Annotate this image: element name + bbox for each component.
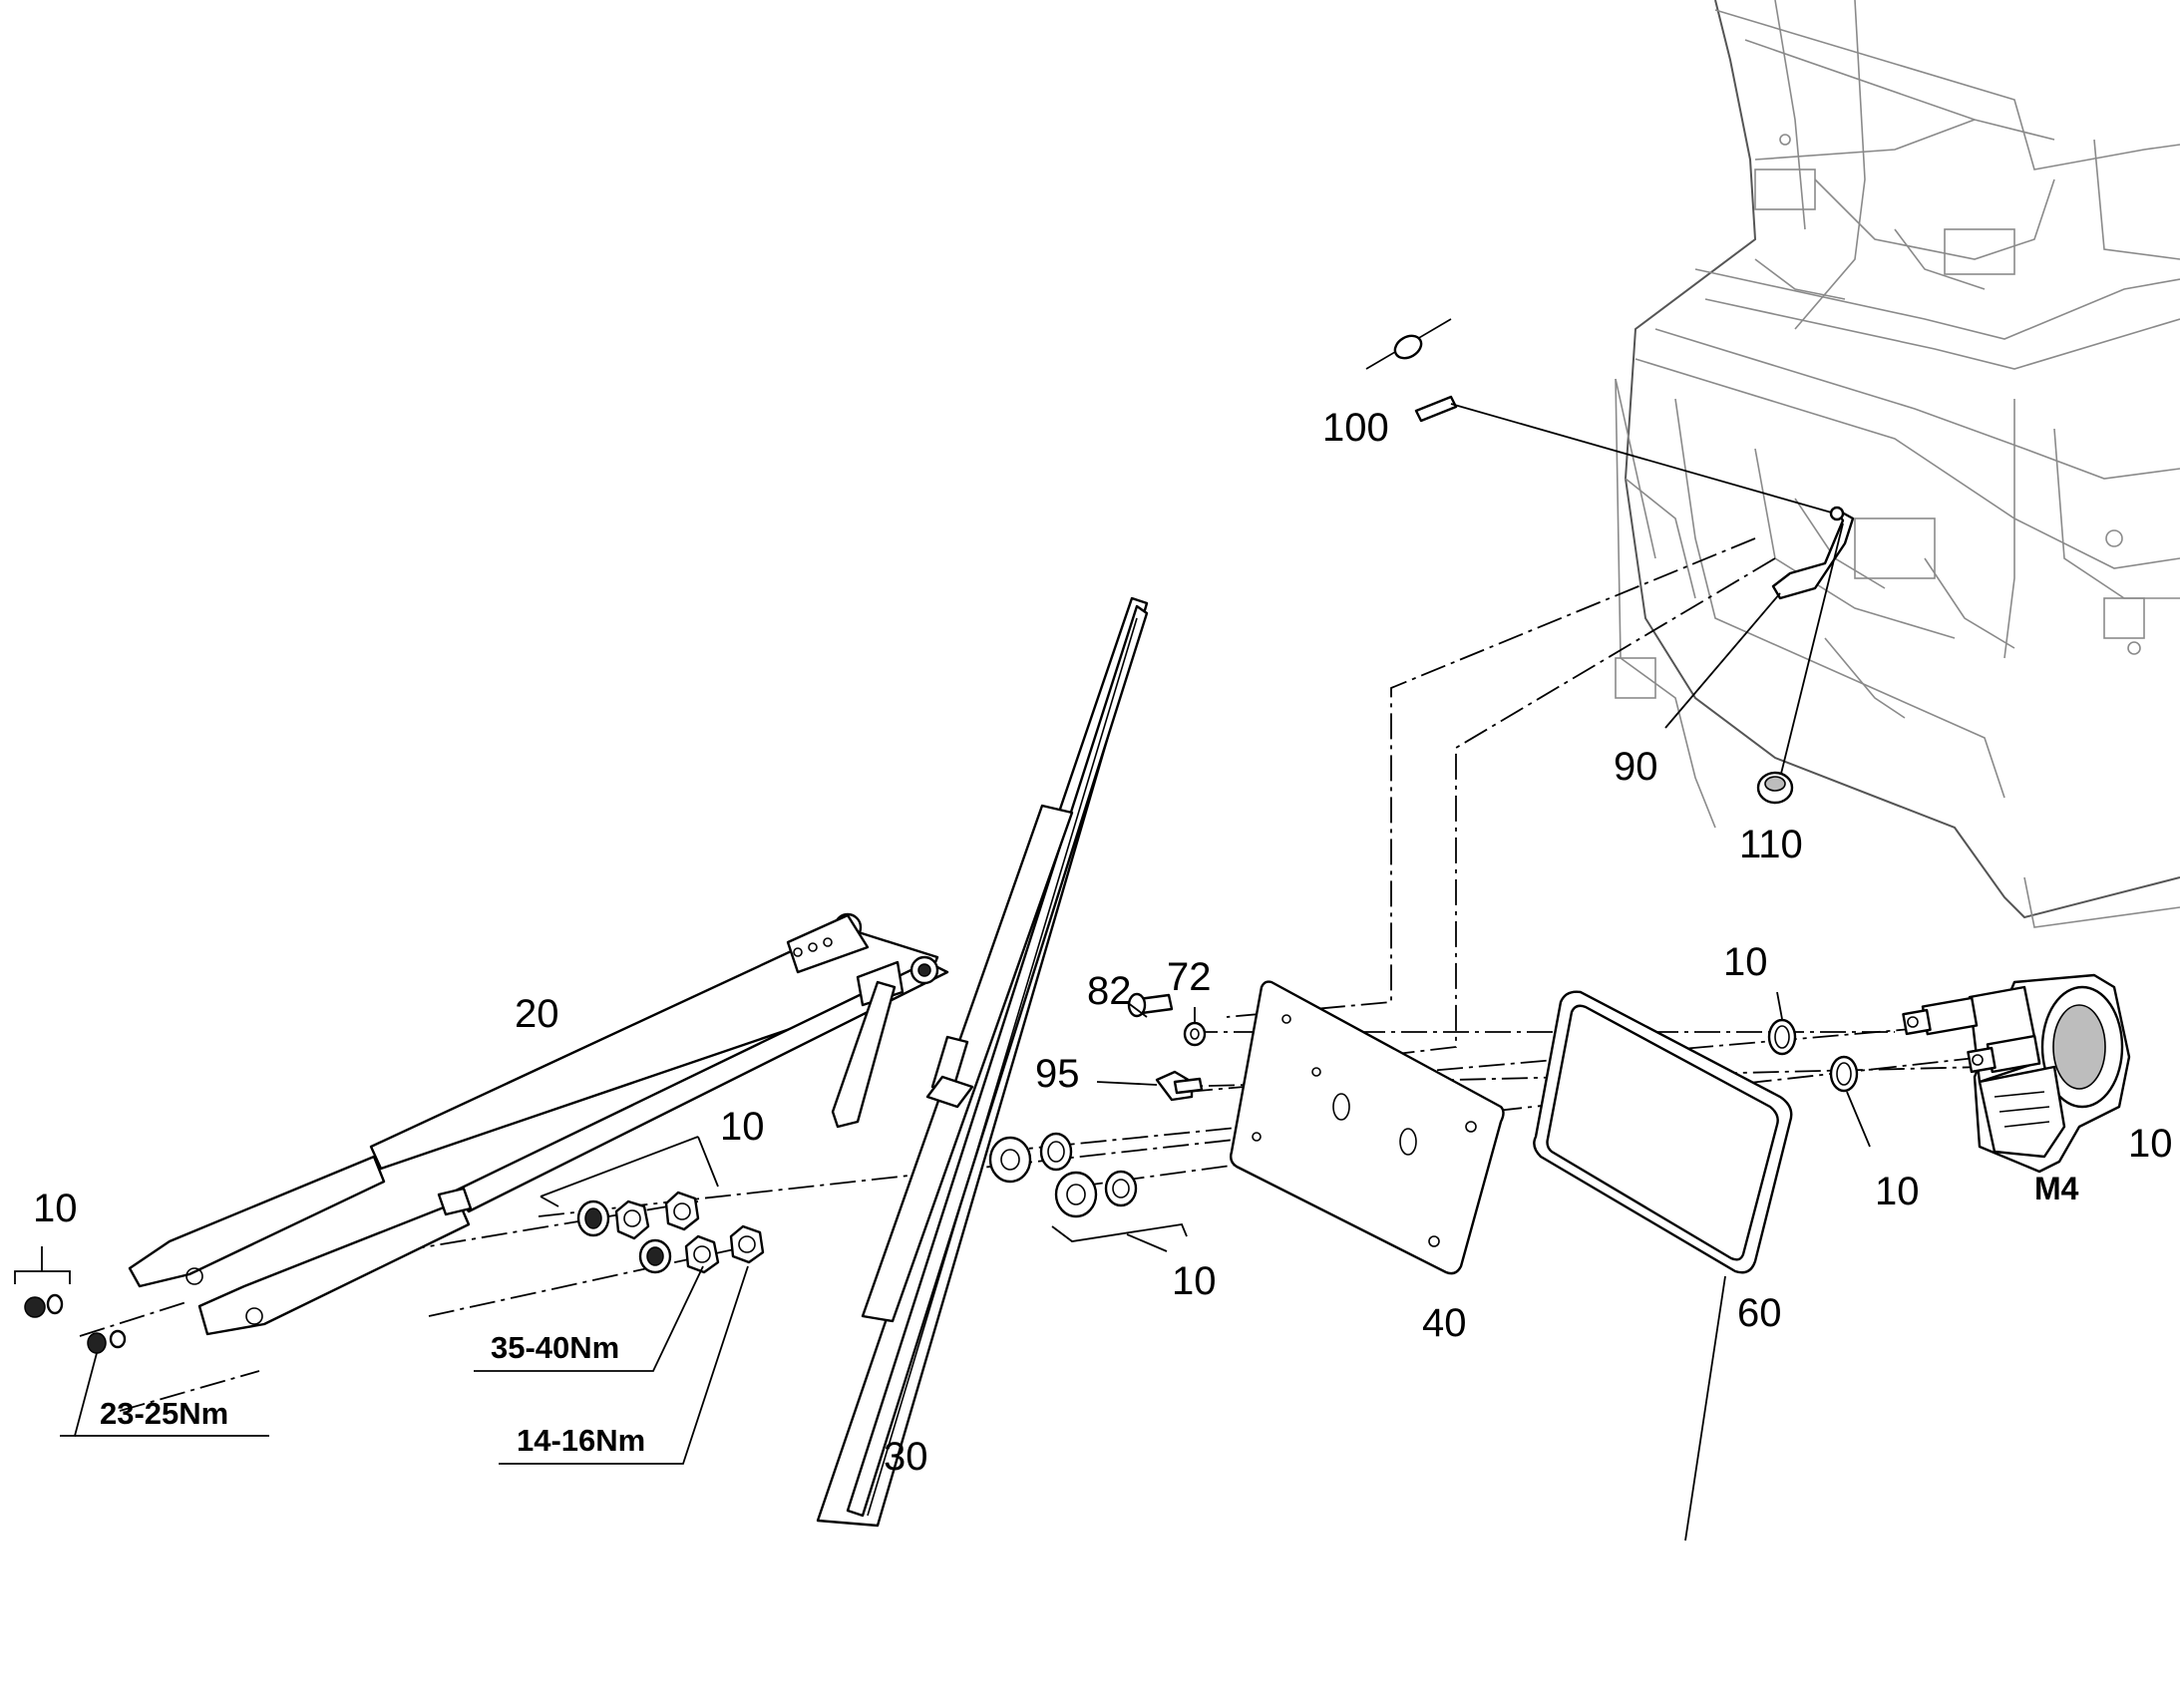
callout-72: 72: [1167, 955, 1212, 999]
mounting-plate-40: [1229, 980, 1505, 1275]
torque-labels: 35-40Nm 23-25Nm 14-16Nm: [100, 1330, 645, 1458]
washer-set-10: [988, 1132, 1138, 1218]
callout-10-ring-bottom: 10: [1875, 1170, 1920, 1213]
wiper-motor-m4: [1902, 973, 2131, 1174]
callout-100: 100: [1322, 406, 1389, 450]
nut-set-10: [576, 1191, 765, 1274]
wiper-blade-30: [816, 596, 1149, 1528]
cab-frame: [1615, 0, 2180, 928]
washer-72: [1183, 1021, 1207, 1047]
callout-30: 30: [884, 1435, 928, 1479]
fasteners-left-10: [24, 1293, 127, 1354]
callout-10-washers: 10: [1172, 1259, 1217, 1303]
callout-10-nuts: 10: [720, 1105, 765, 1149]
washer-jet-90: [1664, 506, 1855, 729]
callout-95: 95: [1035, 1052, 1080, 1096]
torque-14-16: 14-16Nm: [517, 1423, 645, 1458]
washer-hose-connector-100: [1365, 318, 1836, 514]
leader-lines: [14, 991, 1871, 1541]
gasket-60: [1533, 990, 1793, 1274]
torque-23-25: 23-25Nm: [100, 1396, 228, 1431]
callout-60: 60: [1737, 1291, 1782, 1335]
motor-label-m4: M4: [2034, 1171, 2079, 1206]
callout-10-left: 10: [33, 1187, 78, 1230]
elbow-fitting-95: [1096, 1070, 1204, 1102]
callout-40: 40: [1422, 1301, 1467, 1345]
callout-10-ring-top: 10: [1723, 940, 1768, 984]
callout-90: 90: [1614, 745, 1658, 789]
torque-35-40: 35-40Nm: [491, 1330, 619, 1365]
callout-10-motor: 10: [2128, 1122, 2173, 1166]
bolt-82: [1127, 992, 1174, 1018]
callout-110: 110: [1739, 823, 1803, 866]
callout-82: 82: [1087, 969, 1132, 1013]
callout-labels: 100 90 110 20 82 72 95 10 10 10 10 10 10…: [33, 406, 2173, 1479]
wiper-arms-20: [128, 912, 949, 1336]
o-rings-10: [1767, 1018, 1859, 1093]
callout-20: 20: [515, 992, 559, 1036]
cap-110: [1756, 522, 1844, 805]
